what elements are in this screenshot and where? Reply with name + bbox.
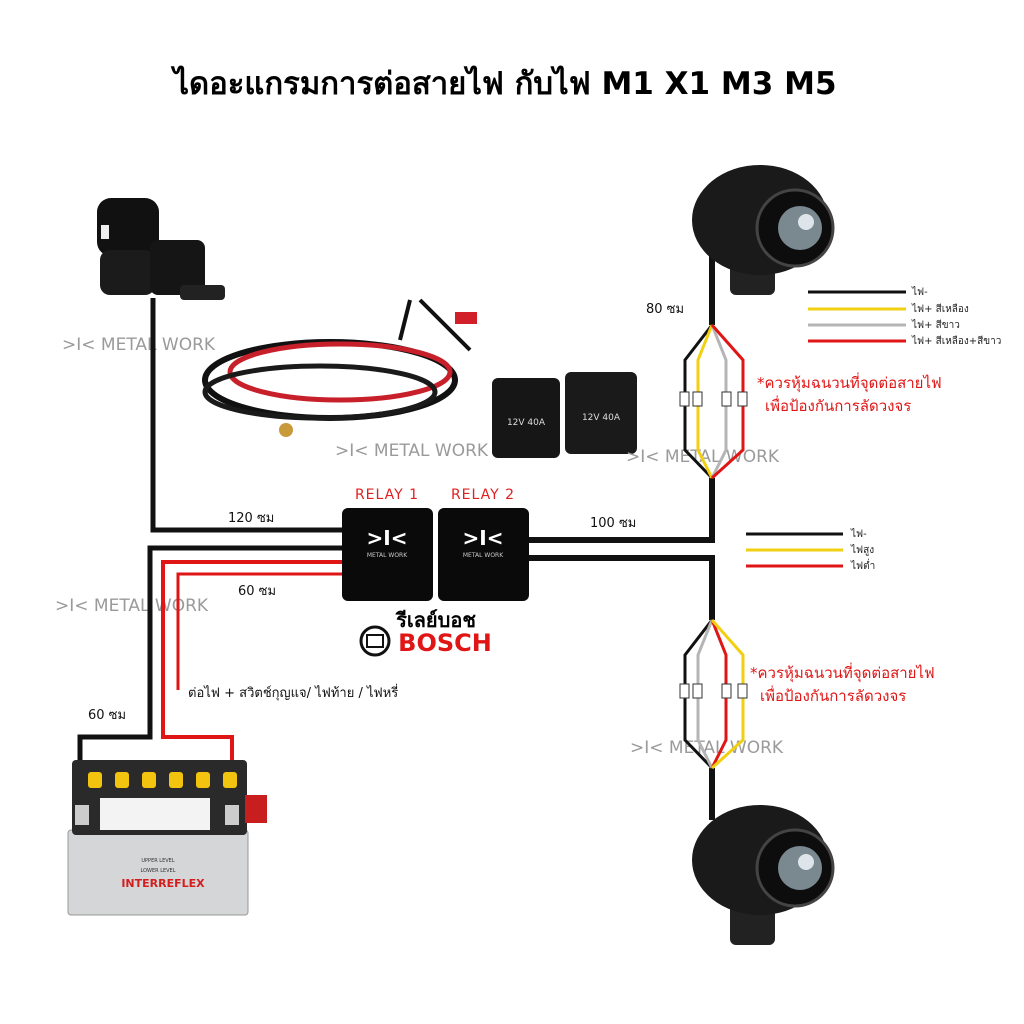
metal-work-logo: >I< [463, 526, 504, 550]
legend-item: ไฟสูง [850, 544, 874, 556]
legend-top: ไฟ- ไฟ+ สีเหลือง ไฟ+ สีขาว ไฟ+ สีเหลือง+… [808, 286, 1001, 347]
relay-brand: METAL WORK [463, 552, 504, 559]
battery-image: UPPER LEVEL LOWER LEVEL INTERREFLEX [67, 760, 267, 916]
accessory-note: ต่อไฟ + สวิตช์กุญแจ/ ไฟท้าย / ไฟหรี่ [188, 684, 398, 701]
legend-item: ไฟ+ สีเหลือง [911, 303, 969, 315]
fog-light-bottom-image [692, 805, 835, 945]
bosch-text: BOSCH [398, 629, 492, 657]
length-battery: 60 ซม [88, 708, 126, 723]
legend-item: ไฟ+ สีเหลือง+สีขาว [911, 335, 1001, 347]
splice-bottom [679, 619, 748, 770]
legend-mid: ไฟ- ไฟสูง ไฟต่ำ [746, 528, 875, 572]
length-switch-relay: 120 ซม [228, 511, 274, 526]
watermarks: >I< METAL WORK >I< METAL WORK >I< METAL … [55, 335, 784, 758]
length-relay-light: 100 ซม [590, 516, 636, 531]
handlebar-switch-image [97, 198, 225, 300]
warning-bottom-line2: เพื่อป้องกันการลัดวงจร [760, 685, 906, 705]
splice-top [679, 324, 748, 480]
watermark: >I< METAL WORK [62, 335, 216, 355]
relay-1-label: RELAY 1 [355, 487, 419, 503]
bosch-thai-label: รีเลย์บอช [395, 608, 477, 632]
length-relay-battery: 60 ซม [238, 584, 276, 599]
relay-photo-rating: 12V 40A [507, 418, 546, 428]
warning-top-line1: *ควรหุ้มฉนวนที่จุดต่อสายไฟ [757, 372, 942, 393]
legend-item: ไฟต่ำ [850, 558, 875, 572]
bosch-logo: รีเลย์บอช BOSCH [359, 608, 492, 657]
watermark: >I< METAL WORK [335, 441, 489, 461]
relay-photo-rating: 12V 40A [582, 413, 621, 423]
relay-brand: METAL WORK [367, 552, 408, 559]
watermark: >I< METAL WORK [630, 738, 784, 758]
warning-bottom-line1: *ควรหุ้มฉนวนที่จุดต่อสายไฟ [750, 662, 935, 683]
wiring-harness-image: 12V 40A 12V 40A [202, 298, 637, 458]
battery-upper-level: UPPER LEVEL [141, 858, 174, 864]
battery-lower-level: LOWER LEVEL [140, 868, 175, 874]
battery-brand: INTERREFLEX [121, 877, 205, 890]
watermark: >I< METAL WORK [55, 596, 209, 616]
warning-top-line2: เพื่อป้องกันการลัดวงจร [765, 395, 911, 415]
relay-2-label: RELAY 2 [451, 487, 515, 503]
metal-work-logo: >I< [367, 526, 408, 550]
legend-item: ไฟ- [850, 528, 867, 540]
legend-item: ไฟ- [911, 286, 928, 298]
relay-1: RELAY 1 >I< METAL WORK [342, 487, 433, 601]
legend-item: ไฟ+ สีขาว [911, 319, 960, 331]
fog-light-top-image [692, 165, 835, 295]
relay-2: RELAY 2 >I< METAL WORK [438, 487, 529, 601]
length-light-top: 80 ซม [646, 302, 684, 317]
page-title: ไดอะแกรมการต่อสายไฟ กับไฟ M1 X1 M3 M5 [170, 65, 836, 102]
